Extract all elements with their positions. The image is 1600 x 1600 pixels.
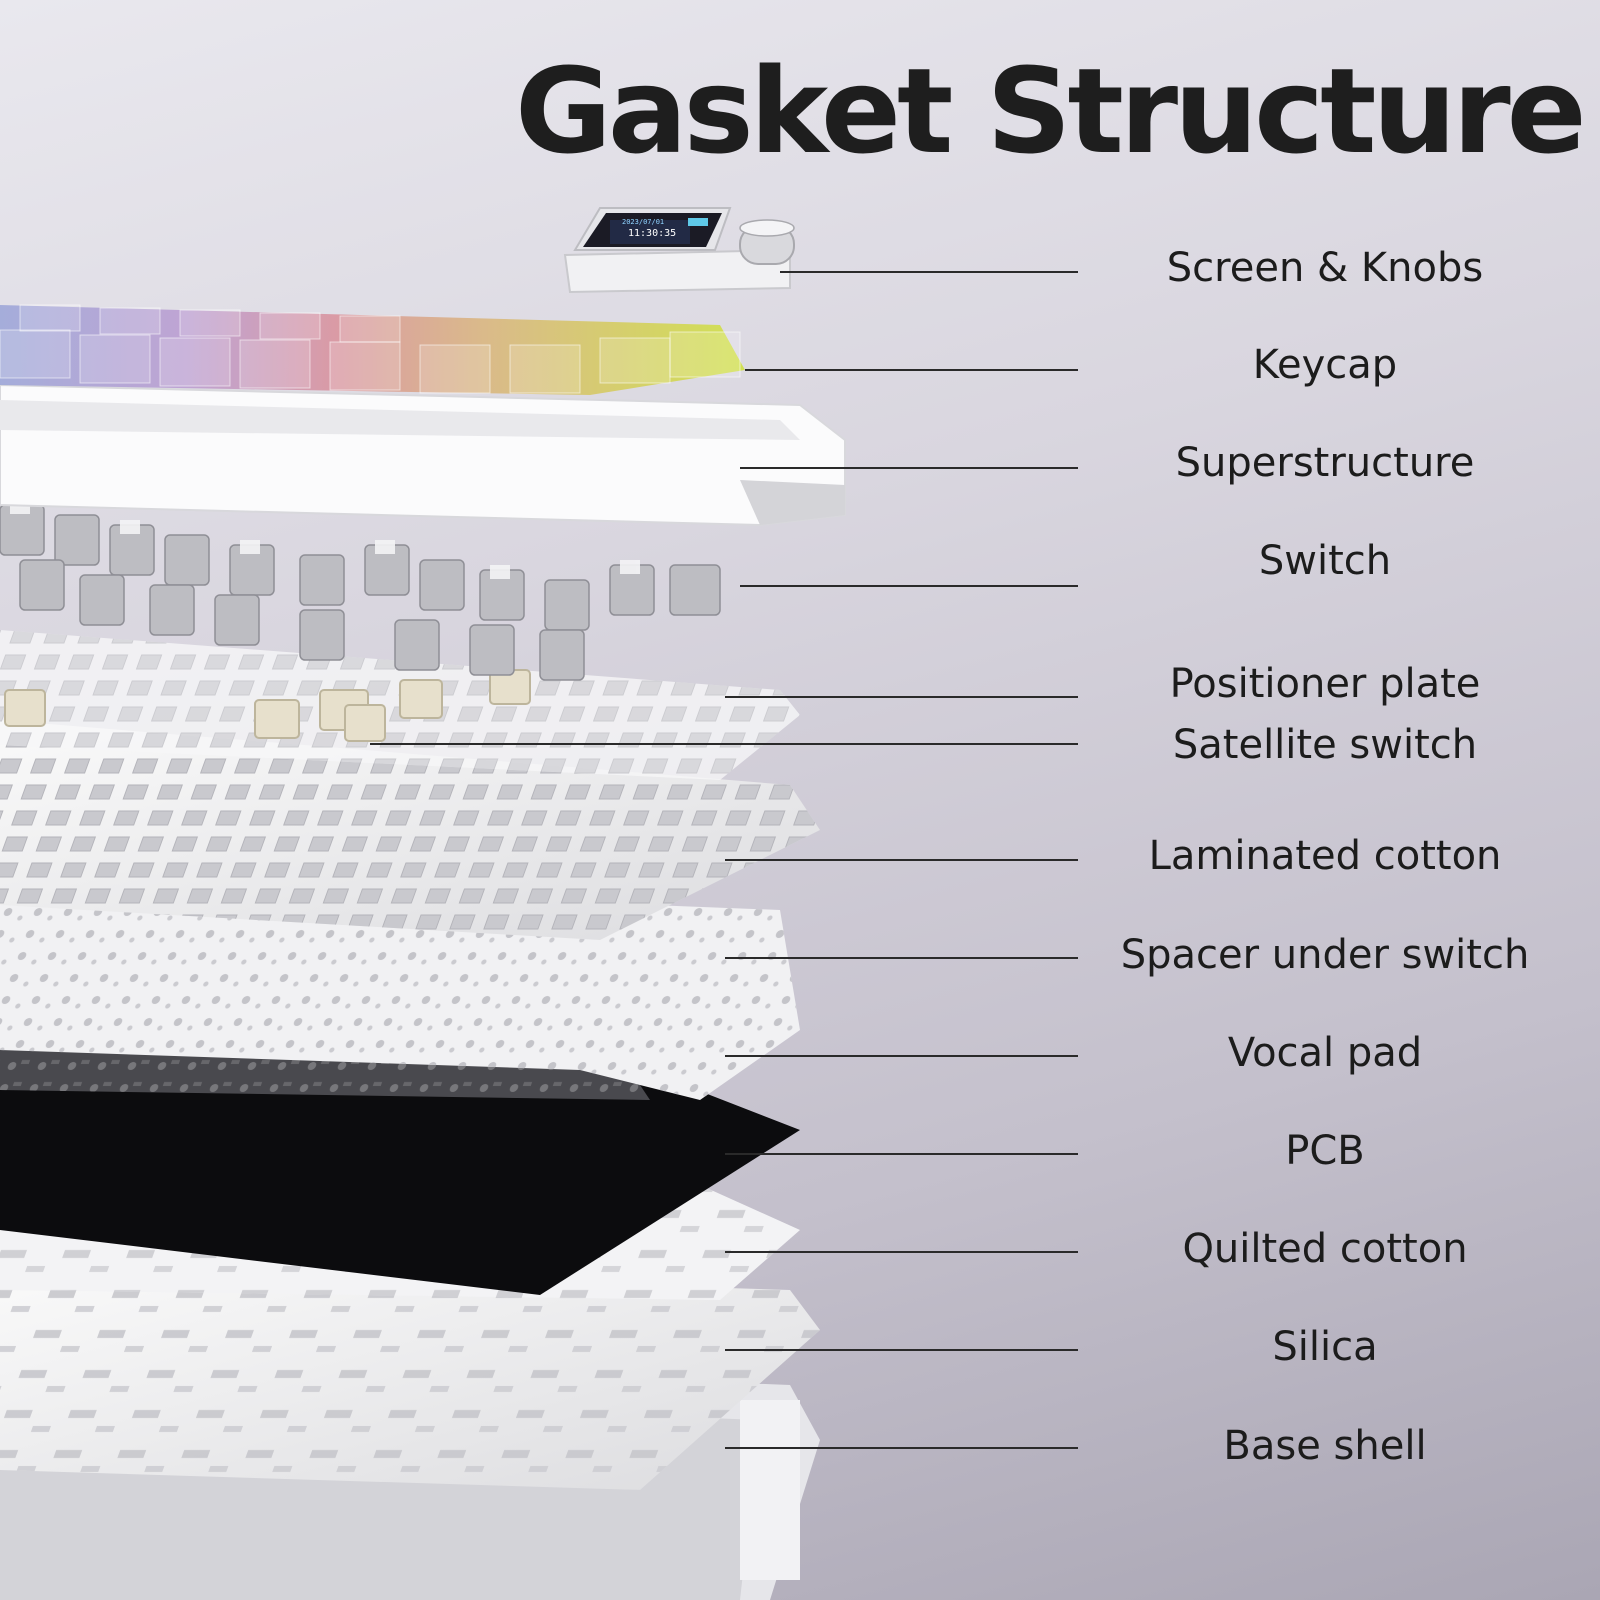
label-satellite-switch: Satellite switch [1172,722,1478,768]
page-title: Gasket Structure [515,42,1587,180]
label-pcb: PCB [1285,1128,1365,1174]
silica-illustration [0,1265,820,1490]
leader-line-superstructure [740,467,1078,469]
switches-illustration [0,500,721,681]
label-quilted-cotton: Quilted cotton [1182,1226,1468,1272]
knob-icon [739,219,795,265]
keycaps-illustration [0,304,745,395]
superstructure-illustration [0,383,846,527]
label-vocal-pad: Vocal pad [1227,1030,1423,1076]
device-screen-date: 2023/07/01 [622,218,664,226]
leader-line-positioner-plate [725,696,1078,698]
leader-line-quilted-cotton [725,1251,1078,1253]
leader-line-laminated-cotton [725,859,1078,861]
leader-line-satellite-switch [370,743,1078,745]
label-superstructure: Superstructure [1175,440,1475,486]
leader-line-vocal-pad [725,1055,1078,1057]
label-switch: Switch [1258,538,1392,584]
label-silica: Silica [1272,1324,1378,1370]
leader-line-keycap [745,369,1078,371]
leader-line-base-shell [725,1447,1078,1449]
laminated-cotton-illustration [0,720,820,940]
leader-line-spacer-under-switch [725,957,1078,959]
screen-knob-module-illustration: 2023/07/01 11:30:35 [563,207,795,294]
label-screen-knobs: Screen & Knobs [1166,245,1484,291]
label-spacer-under-switch: Spacer under switch [1120,932,1530,978]
leader-line-screen-knobs [780,271,1078,273]
device-screen-time: 11:30:35 [628,228,676,239]
label-laminated-cotton: Laminated cotton [1148,833,1502,879]
leader-line-pcb [725,1153,1078,1155]
label-keycap: Keycap [1252,342,1398,388]
leader-line-switch [740,585,1078,587]
label-positioner-plate: Positioner plate [1169,661,1481,707]
label-base-shell: Base shell [1223,1423,1427,1469]
leader-line-silica [725,1349,1078,1351]
